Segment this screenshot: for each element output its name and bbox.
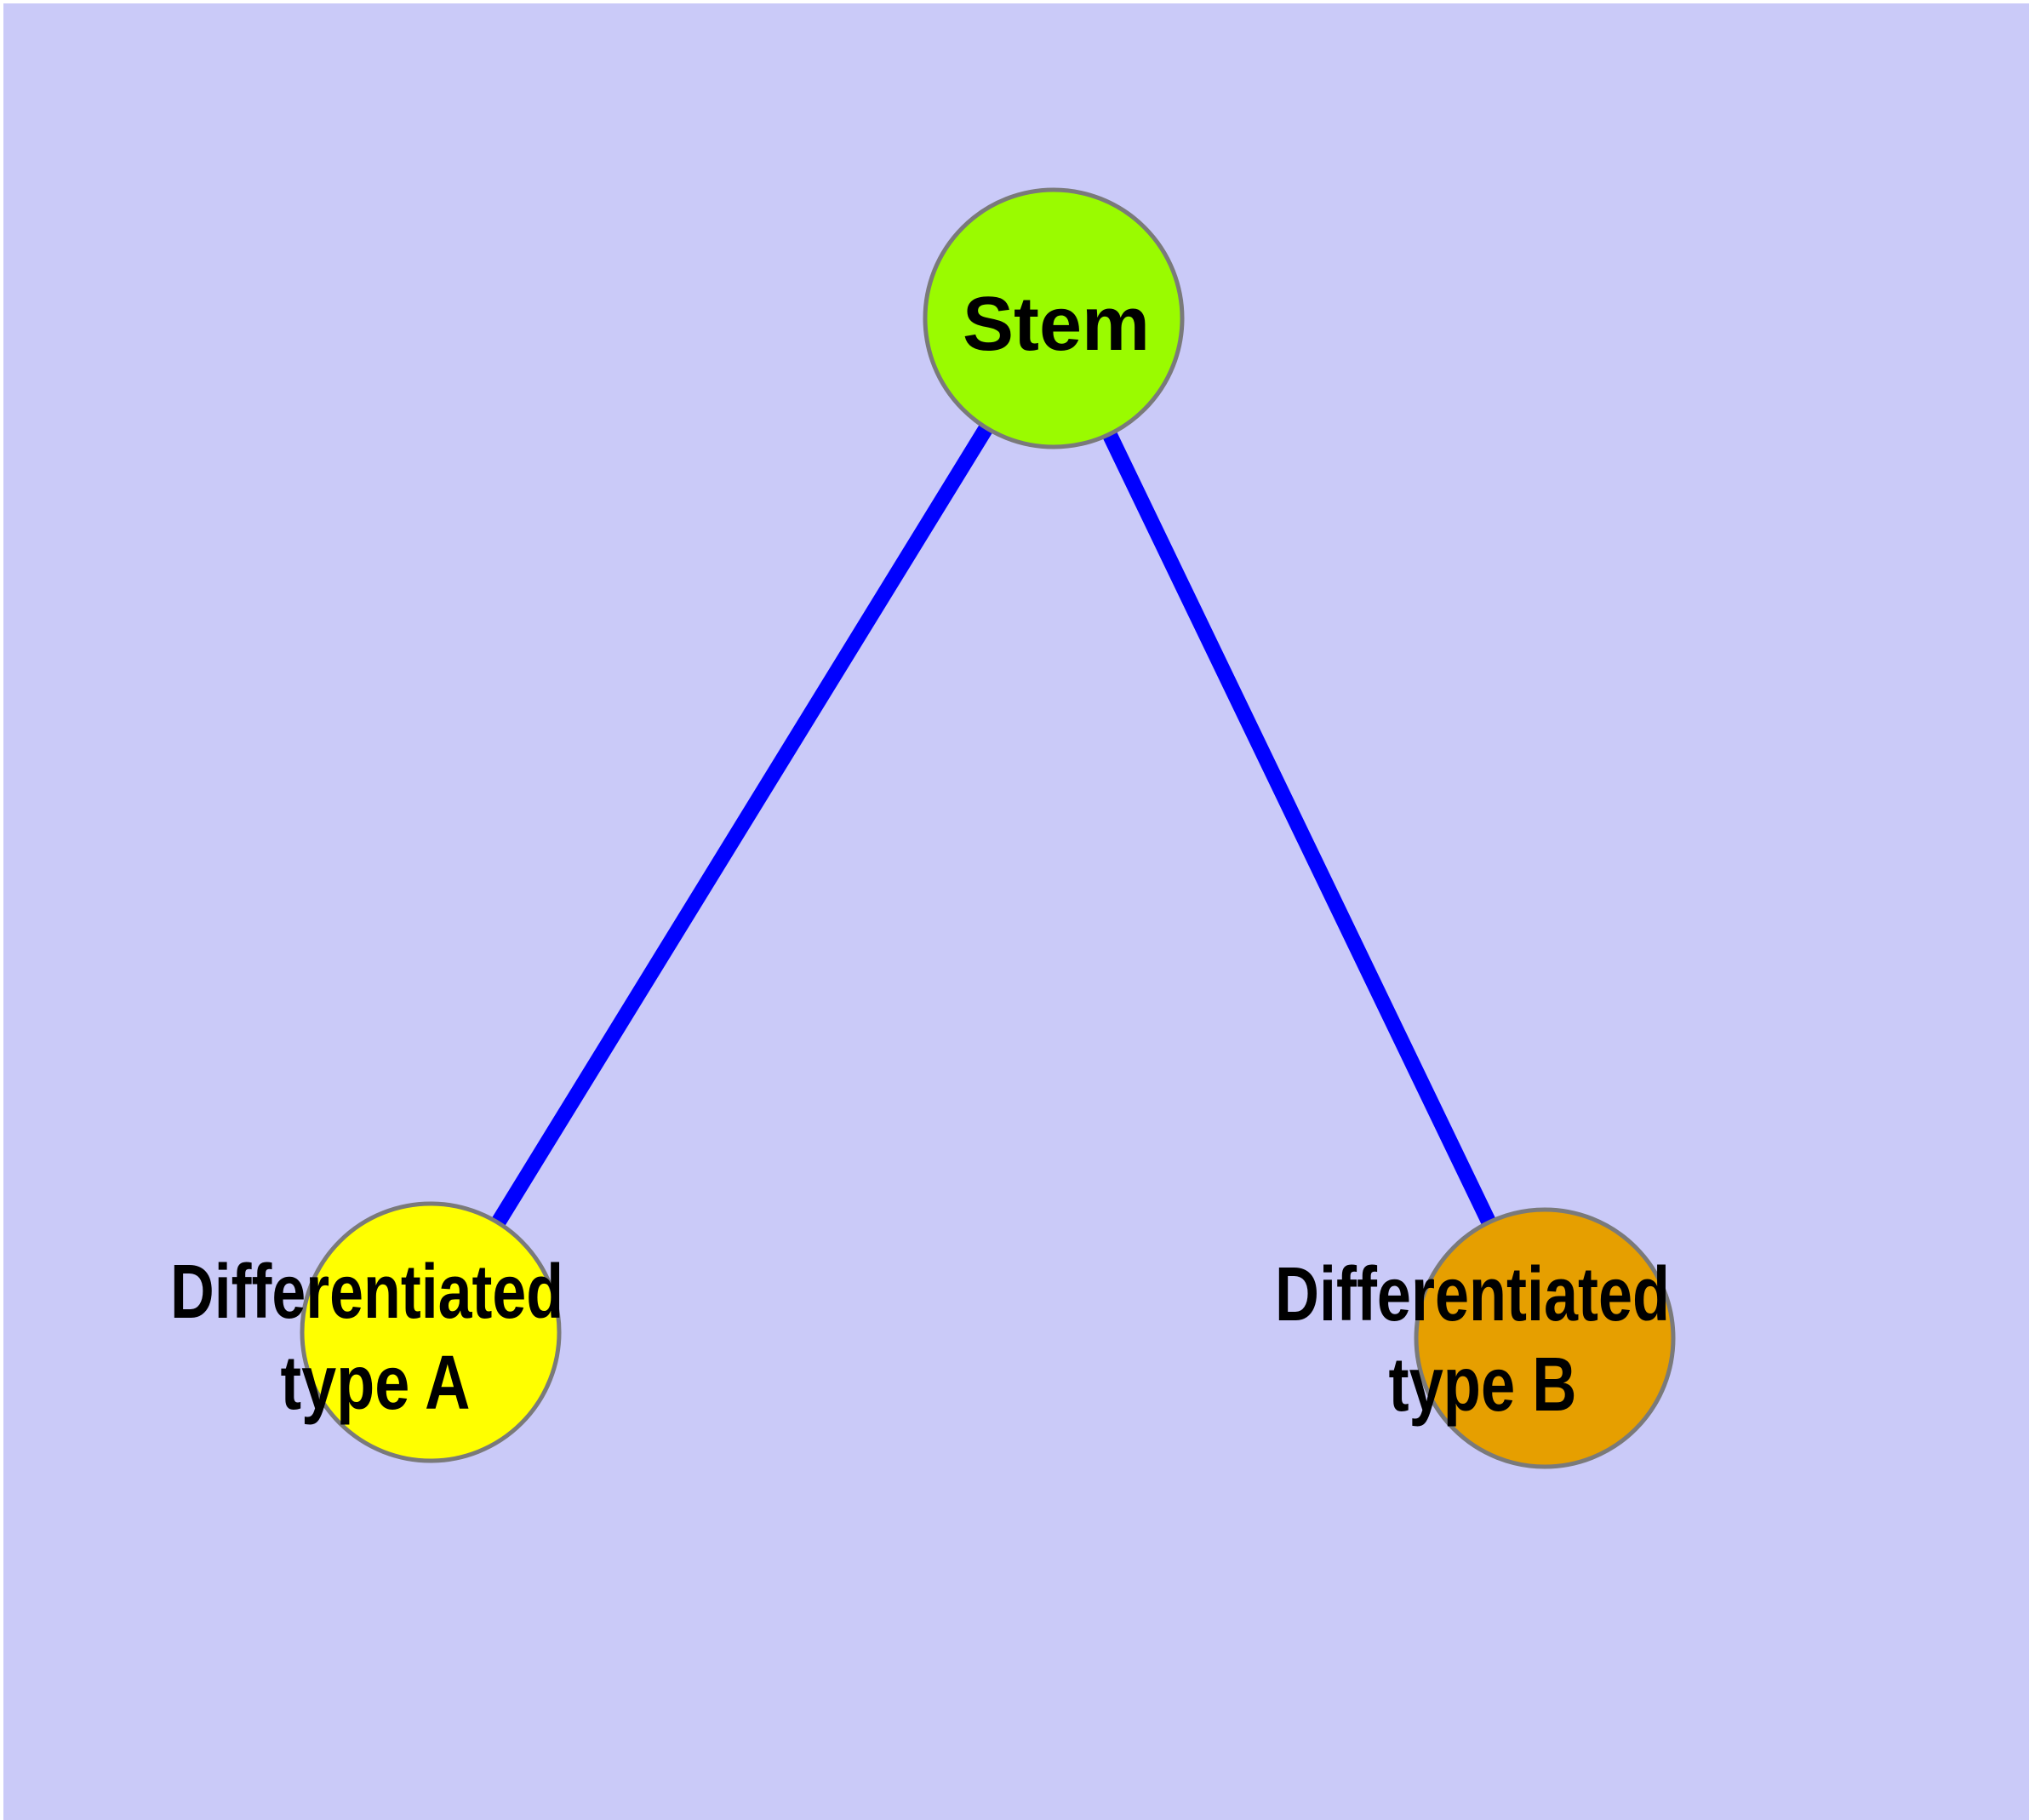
node-differentiated-type-a-circle[interactable] [300, 1201, 562, 1463]
stem-node-label: Stem [963, 282, 1150, 367]
edge-stem-to-type-b [1046, 315, 1552, 1342]
type-a-node-label-line-1: Differentiated [170, 1250, 563, 1335]
type-a-node-label-line-2: type A [281, 1341, 471, 1426]
edge-stem-to-type-a [424, 314, 1060, 1336]
type-b-node-label-line-1: Differentiated [1275, 1252, 1670, 1337]
type-b-node-label-line-2: type B [1389, 1342, 1577, 1428]
node-differentiated-type-b-circle[interactable] [1414, 1207, 1676, 1469]
node-stem-circle[interactable] [923, 187, 1185, 449]
